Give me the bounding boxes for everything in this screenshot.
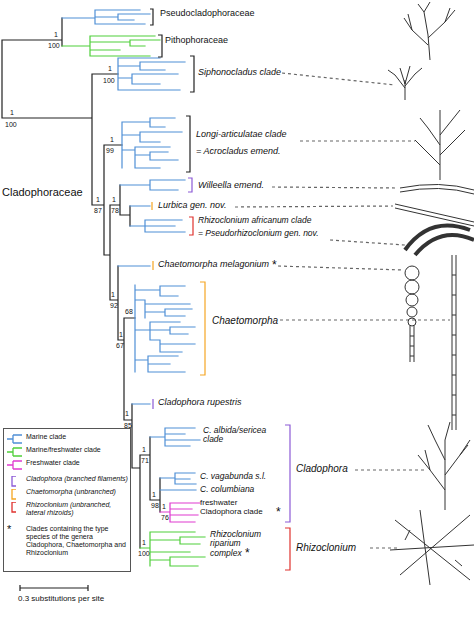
support-value: 68 <box>125 308 133 316</box>
legend-text: Freshwater clade <box>26 459 128 467</box>
filament-illustration <box>452 255 456 430</box>
legend-swatch <box>12 489 16 499</box>
support-value: 78 <box>111 207 119 215</box>
support-value: 1 <box>162 503 166 511</box>
marine-branches <box>62 10 200 490</box>
genus-label: Cladophora <box>296 463 348 474</box>
support-value: 87 <box>94 207 102 215</box>
legend-text: Marine clade <box>26 433 128 441</box>
alga-illustration <box>418 422 470 510</box>
support-value: 71 <box>141 457 149 465</box>
cell-illustration <box>405 266 419 280</box>
clade-label: = Pseudorhizoclonium gen. nov. <box>198 229 319 238</box>
scale-label: 0.3 substitutions per site <box>18 595 104 604</box>
filament-illustration <box>395 184 474 226</box>
clade-label: Pithophoraceae <box>165 36 228 46</box>
cell-illustration <box>407 307 417 317</box>
asterisk-mark: * <box>245 547 250 560</box>
legend-swatch-box <box>7 434 24 445</box>
support-value: 92 <box>110 302 118 310</box>
legend-swatch <box>7 448 22 456</box>
legend-swatch-box <box>7 502 24 513</box>
leader-line <box>235 73 450 548</box>
clade-label: freshwater Cladophora clade <box>200 499 280 517</box>
support-value: 1 <box>110 136 114 144</box>
clade-label: C. columbiana <box>200 485 254 494</box>
alga-illustration <box>415 110 465 180</box>
legend-text: Clades containing the type species of th… <box>26 525 128 557</box>
filament-illustration <box>410 326 414 362</box>
legend-swatch-box <box>7 476 24 487</box>
support-value: 67 <box>116 342 124 350</box>
support-value: 1 <box>10 109 14 117</box>
alga-illustration <box>390 510 474 585</box>
legend-text: Cladophora (branched filaments) <box>26 475 128 483</box>
support-value: 99 <box>106 147 114 155</box>
alga-illustration <box>388 66 422 100</box>
support-value: 1 <box>152 491 156 499</box>
clade-label: Cladophora rupestris <box>158 398 242 408</box>
legend-text: Marine/freshwater clade <box>26 446 128 454</box>
clade-label: Lurbica gen. nov. <box>158 201 226 211</box>
genus-label: Rhizoclonium <box>296 542 356 553</box>
clade-label: C. vagabunda s.l. <box>200 472 266 481</box>
legend-swatch-box <box>7 460 24 471</box>
support-value: 100 <box>138 550 150 558</box>
clade-label: Willeella emend. <box>198 181 264 191</box>
support-value: 1 <box>96 196 100 204</box>
support-value: 100 <box>48 42 60 50</box>
support-value: 1 <box>119 331 123 339</box>
clade-label: = Acrocladus emend. <box>196 147 280 157</box>
freshwater-branches <box>160 503 200 522</box>
scale-bar <box>20 585 88 591</box>
filament-illustration <box>405 226 474 256</box>
clade-label: C. albida/sericea clade <box>203 426 275 445</box>
legend-swatch-box <box>7 447 24 458</box>
genus-label: Chaetomorpha <box>212 315 278 326</box>
legend-box: Marine cladeMarine/freshwater cladeFresh… <box>3 428 131 572</box>
legend-swatch <box>12 476 16 486</box>
rhizoclonium-bracket <box>189 217 290 570</box>
support-value: 1 <box>54 31 58 39</box>
cell-illustration <box>405 280 419 294</box>
support-value: 100 <box>5 121 17 129</box>
support-value: 1 <box>111 291 115 299</box>
legend-swatch-box <box>7 489 24 500</box>
cell-illustration <box>406 294 418 306</box>
support-value: 1 <box>142 446 146 454</box>
support-value: 100 <box>103 77 115 85</box>
family-label: Cladophoraceae <box>2 186 83 198</box>
support-value: 76 <box>161 514 169 522</box>
legend-text: Chaetomorpha (unbranched) <box>26 488 128 496</box>
support-value: 1 <box>125 410 129 418</box>
alga-illustration <box>404 2 455 60</box>
asterisk-mark: * <box>276 506 281 519</box>
support-value: 1 <box>142 539 146 547</box>
chaetomorpha-bracket <box>152 202 205 375</box>
clade-label: Pseudocladophoraceae <box>160 9 255 19</box>
clade-label: Longi-articulatae clade <box>196 130 287 140</box>
support-value: 85 <box>124 422 132 430</box>
clade-label: Siphonocladus clade <box>198 68 281 78</box>
asterisk-mark: * <box>7 523 11 535</box>
support-value: 98 <box>151 502 159 510</box>
clade-label: Chaetomorpha melagonium <box>158 260 269 270</box>
legend-swatch <box>7 461 22 469</box>
clade-bracket <box>150 9 194 172</box>
legend-swatch <box>7 435 22 443</box>
clade-label: Rhizoclonium africanum clade <box>198 216 311 225</box>
legend-text: Rhizoclonium (unbranched, lateral rhizoi… <box>26 501 128 517</box>
clade-label: Rhizoclonium riparium complex <box>210 530 272 558</box>
cell-illustration <box>408 318 416 326</box>
support-value: 1 <box>112 196 116 204</box>
legend-swatch <box>12 502 16 512</box>
asterisk-mark: * <box>272 259 277 272</box>
support-value: 1 <box>108 65 112 73</box>
